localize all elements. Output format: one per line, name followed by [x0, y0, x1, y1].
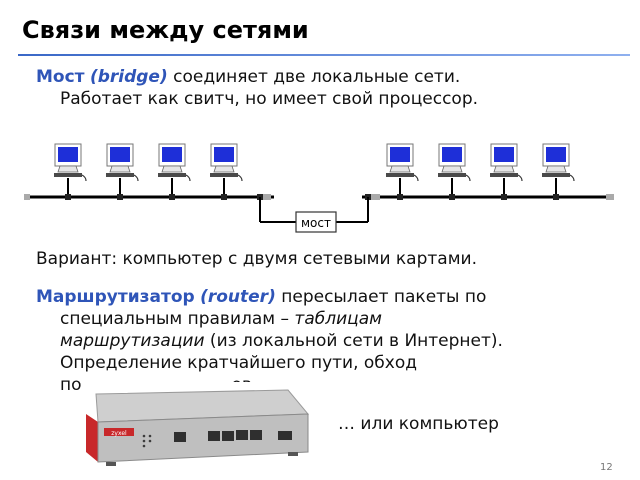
bridge-network-diagram: мост: [24, 143, 614, 233]
router-term-en: (router): [200, 287, 276, 307]
router-line1-rest: пересылает пакеты по: [275, 287, 487, 307]
left-terminator: [24, 194, 30, 200]
left-segment: [24, 143, 274, 200]
right-segment: [362, 143, 614, 200]
router-front-panel: [97, 413, 309, 463]
bridge-line-1: Мост (bridge) соединяет две локальные се…: [36, 66, 626, 88]
bridge-link: мост: [257, 194, 371, 233]
pc-left-1: [53, 143, 87, 200]
pc-right-4: [541, 143, 575, 200]
router-line-2: специальным правилам – таблицам: [36, 308, 626, 330]
left-end-cap: [257, 194, 271, 200]
bridge-paragraph: Мост (bridge) соединяет две локальные се…: [36, 66, 626, 110]
or-computer-note: … или компьютер: [338, 414, 499, 434]
routing-tables-word2: маршрутизации: [60, 331, 205, 351]
bridge-term-en: (bridge): [89, 67, 168, 87]
pc-right-3: [489, 143, 523, 200]
bridge-label: мост: [301, 216, 331, 230]
bridge-term: Мост: [36, 67, 85, 87]
pc-right-1: [385, 143, 419, 200]
right-terminator: [606, 194, 614, 200]
router-line3-rest: (из локальной сети в Интернет).: [204, 331, 503, 351]
router-term: Маршрутизатор: [36, 287, 195, 307]
pc-left-3: [157, 143, 191, 200]
router-line-4: Определение кратчайшего пути, обход: [60, 353, 417, 373]
variant-paragraph: Вариант: компьютер с двумя сетевыми карт…: [36, 249, 477, 269]
pc-right-2: [437, 143, 471, 200]
router-leds: [142, 434, 152, 448]
pc-left-2: [105, 143, 139, 200]
title-underline: [18, 54, 630, 56]
right-start-cap: [366, 194, 380, 200]
router-red-side: [86, 414, 98, 462]
pc-left-4: [209, 143, 243, 200]
slide-title: Связи между сетями: [22, 16, 309, 44]
routing-tables-word1: таблицам: [294, 309, 382, 329]
router-paragraph: Маршрутизатор (router) пересылает пакеты…: [36, 286, 626, 396]
bridge-line-2: Работает как свитч, но имеет свой процес…: [60, 89, 479, 109]
bridge-box: [295, 211, 337, 233]
router-line2-start: специальным правилам –: [60, 309, 295, 329]
router-image: zyxel: [82, 382, 314, 470]
router-line-1: Маршрутизатор (router) пересылает пакеты…: [36, 286, 626, 308]
page-number: 12: [600, 462, 613, 473]
bridge-line1-rest: соединяет две локальные сети.: [167, 67, 461, 87]
router-brand: zyxel: [111, 430, 127, 437]
router-ports: [174, 430, 292, 442]
router-line-3: маршрутизации (из локальной сети в Интер…: [36, 330, 626, 352]
router-line5-start: по: [60, 375, 82, 395]
